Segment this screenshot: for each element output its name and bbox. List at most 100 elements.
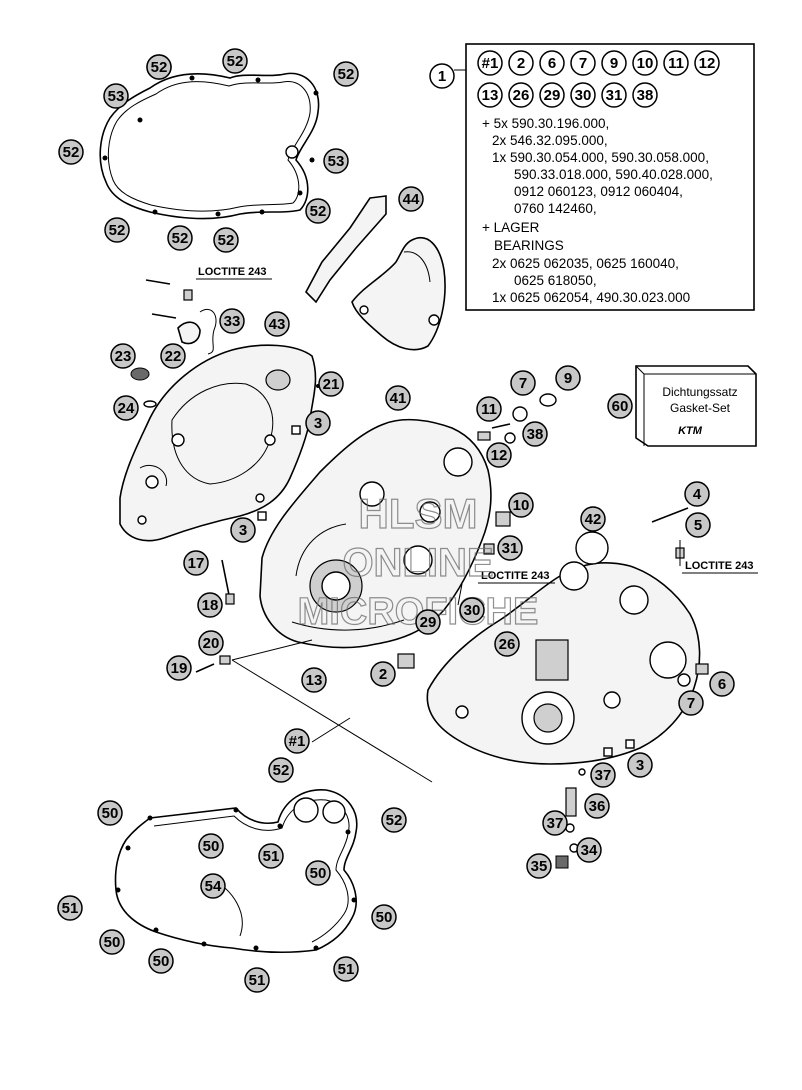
- callout-label: 52: [218, 232, 235, 249]
- callout-42: 42: [580, 506, 606, 532]
- callout-circle: [663, 50, 689, 76]
- callout-label: 2: [379, 666, 387, 683]
- callout-13: 13: [301, 667, 327, 693]
- callout-label: 36: [589, 798, 606, 815]
- callout-label: 20: [203, 635, 220, 652]
- callout-label: 6: [548, 55, 556, 72]
- callout-label: 12: [491, 447, 508, 464]
- callout-label: 13: [482, 87, 499, 104]
- callout-19: 19: [166, 655, 192, 681]
- crankcase-gasket: [114, 789, 358, 953]
- parts-chip-26: 26: [508, 82, 534, 108]
- callout-label: #1: [289, 733, 306, 750]
- loctite-note-3: LOCTITE 243: [685, 560, 753, 572]
- callout-circle: [486, 442, 512, 468]
- callout-36: 36: [584, 793, 610, 819]
- callout-label: 9: [564, 370, 572, 387]
- callout-label: 11: [481, 401, 497, 418]
- callout-circle: [197, 592, 223, 618]
- callout-50: 50: [97, 800, 123, 826]
- callout-52: 52: [213, 227, 239, 253]
- parts-chip-13: 13: [477, 82, 503, 108]
- callout-52: 52: [381, 807, 407, 833]
- callout-circle: [323, 148, 349, 174]
- parts-line-3: 1x 590.30.054.000, 590.30.058.000,: [492, 150, 709, 165]
- callout-circle: [415, 609, 441, 635]
- callout-label: 53: [328, 153, 345, 170]
- callout-label: 13: [306, 672, 323, 689]
- callout-51: 51: [244, 967, 270, 993]
- parts-line-1: + 5x 590.30.196.000,: [482, 116, 609, 131]
- callout-label: 52: [386, 812, 403, 829]
- callout-label: 51: [62, 900, 79, 917]
- parts-chip-num-1: #1: [477, 50, 503, 76]
- callout-circle: [522, 421, 548, 447]
- callout-label: 31: [606, 87, 623, 104]
- callout-22: 22: [160, 343, 186, 369]
- callout-circle: [370, 661, 396, 687]
- callout-12: 12: [486, 442, 512, 468]
- callout-52: 52: [305, 198, 331, 224]
- callout-circle: [200, 873, 226, 899]
- callout-20: 20: [198, 630, 224, 656]
- callout-circle: [477, 50, 503, 76]
- callout-43: 43: [264, 311, 290, 337]
- parts-line-11: 1x 0625 062054, 490.30.023.000: [492, 290, 690, 305]
- callout-label: 51: [249, 972, 266, 989]
- callout-31: 31: [497, 535, 523, 561]
- callout-circle: [526, 853, 552, 879]
- parts-chip-6: 6: [539, 50, 565, 76]
- callout-2: 2: [370, 661, 396, 687]
- callout-label: 34: [581, 842, 598, 859]
- callout-label: 51: [338, 961, 355, 978]
- callout-6: 6: [709, 671, 735, 697]
- callout-label: 52: [151, 59, 168, 76]
- small-parts-center: [397, 393, 557, 669]
- gasket-kit-box: Dichtungssatz Gasket-Set KTM: [635, 365, 757, 447]
- callout-label: 38: [527, 426, 544, 443]
- callout-53: 53: [103, 83, 129, 109]
- callout-52: 52: [333, 61, 359, 87]
- callout-label: 7: [519, 375, 527, 392]
- callout-label: 10: [513, 497, 530, 514]
- callout-21: 21: [318, 371, 344, 397]
- callout-4: 4: [684, 481, 710, 507]
- callout-circle: [183, 550, 209, 576]
- callout-label: 52: [338, 66, 355, 83]
- callout-18: 18: [197, 592, 223, 618]
- callout-circle: [555, 365, 581, 391]
- callout-circle: [167, 225, 193, 251]
- callout-38: 38: [522, 421, 548, 447]
- callout-29: 29: [415, 609, 441, 635]
- callout-35: 35: [526, 853, 552, 879]
- callout-33: 33: [219, 308, 245, 334]
- callout-label: 60: [612, 398, 629, 415]
- callout-circle: [97, 800, 123, 826]
- callout-circle: [429, 63, 455, 89]
- callout-34: 34: [576, 837, 602, 863]
- loctite-note-2: LOCTITE 243: [481, 570, 549, 582]
- callout-circle: [632, 50, 658, 76]
- callout-circle: [219, 308, 245, 334]
- leader-lines: [231, 69, 681, 783]
- callout-circle: [264, 311, 290, 337]
- callout-label: 52: [310, 203, 327, 220]
- loctite-note-1: LOCTITE 243: [198, 266, 266, 278]
- callout-circle: [539, 82, 565, 108]
- gasket-kit-title-en: Gasket-Set: [670, 401, 731, 415]
- parts-line-6: 0760 142460,: [514, 201, 597, 216]
- callout-52: 52: [167, 225, 193, 251]
- callout-30: 30: [459, 597, 485, 623]
- callout-label: 50: [310, 865, 327, 882]
- callout-num-1: #1: [284, 728, 310, 754]
- callout-label: 3: [636, 757, 644, 774]
- callout-54: 54: [200, 873, 226, 899]
- callout-circle: [508, 82, 534, 108]
- callout-circle: [148, 948, 174, 974]
- callout-52: 52: [268, 757, 294, 783]
- parts-chip-12: 12: [694, 50, 720, 76]
- callout-label: 50: [376, 909, 393, 926]
- callout-circle: [678, 690, 704, 716]
